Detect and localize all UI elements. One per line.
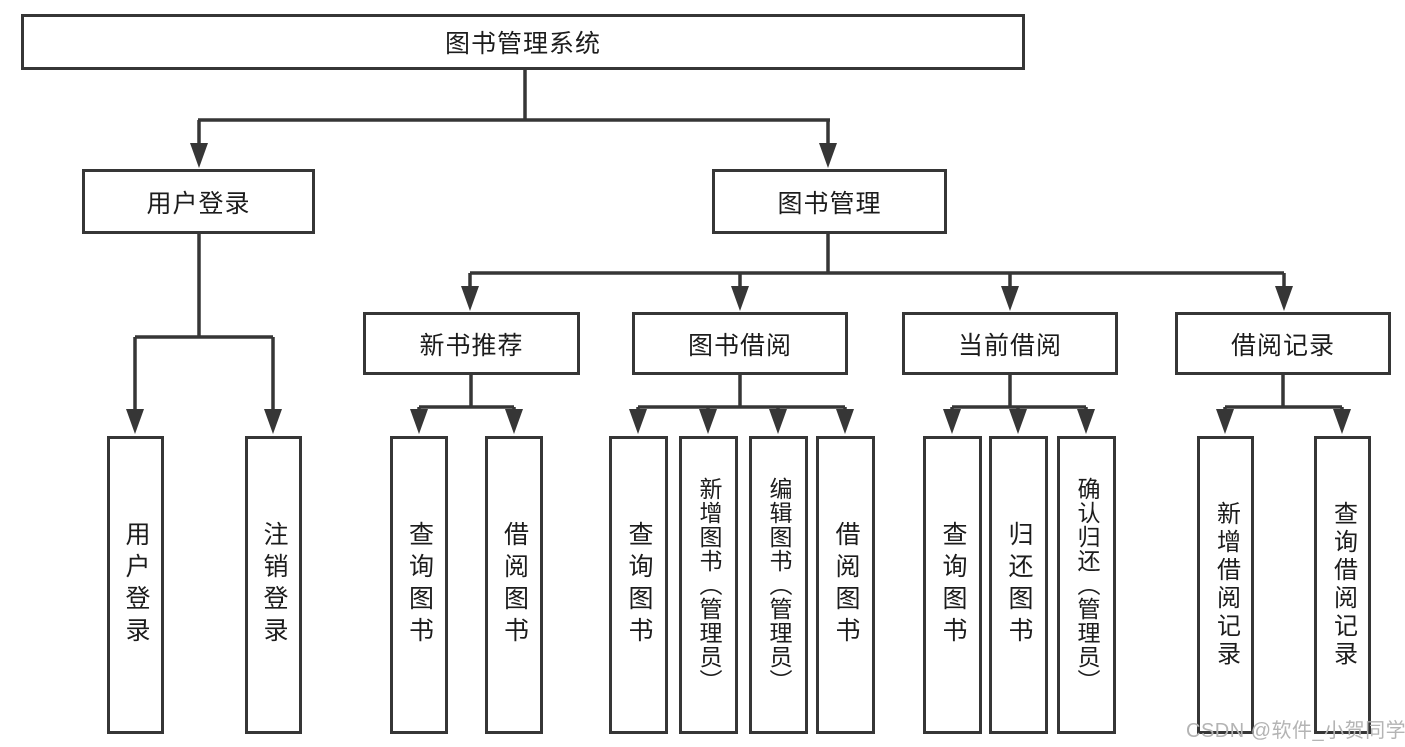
leaf-confirm-return-admin: 确认归还（管理员） — [1057, 436, 1116, 734]
csdn-watermark: CSDN @软件_小贺同学 — [1186, 720, 1405, 742]
node-new-book-recommendation: 新书推荐 — [363, 312, 580, 375]
leaf-query-borrow-record: 查询借阅记录 — [1314, 436, 1371, 734]
leaf-borrow-books-recommend: 借阅图书 — [485, 436, 543, 734]
node-label: 用户登录 — [122, 521, 150, 649]
node-label: 用户登录 — [146, 189, 251, 218]
node-label: 新增借阅记录 — [1212, 501, 1240, 669]
node-label: 图书借阅 — [687, 331, 792, 360]
node-book-management: 图书管理 — [712, 169, 947, 234]
node-label: 查询图书 — [939, 521, 967, 649]
node-label: 借阅图书 — [500, 521, 529, 649]
node-user-login: 用户登录 — [82, 169, 315, 234]
node-label: 借阅图书 — [832, 521, 860, 649]
node-label: 借阅记录 — [1230, 331, 1335, 360]
node-book-borrowing: 图书借阅 — [632, 312, 848, 375]
node-label: 查询图书 — [405, 521, 434, 649]
node-label: 查询借阅记录 — [1329, 501, 1357, 669]
leaf-return-books: 归还图书 — [989, 436, 1048, 734]
node-label: 当前借阅 — [957, 331, 1062, 360]
node-current-borrowing: 当前借阅 — [902, 312, 1118, 375]
leaf-logout: 注销登录 — [245, 436, 302, 734]
node-label: 图书管理系统 — [444, 30, 601, 58]
node-borrowing-records: 借阅记录 — [1175, 312, 1391, 375]
leaf-query-books-current: 查询图书 — [923, 436, 982, 734]
leaf-query-books-recommend: 查询图书 — [390, 436, 448, 734]
leaf-add-books-admin: 新增图书（管理员） — [679, 436, 738, 734]
node-library-management-system: 图书管理系统 — [21, 14, 1025, 70]
node-label: 图书管理 — [777, 189, 882, 218]
leaf-edit-books-admin: 编辑图书（管理员） — [749, 436, 808, 734]
node-label: 确认归还（管理员） — [1074, 477, 1100, 693]
leaf-user-login: 用户登录 — [107, 436, 164, 734]
leaf-borrow-books: 借阅图书 — [816, 436, 875, 734]
node-label: 查询图书 — [625, 521, 653, 649]
node-label: 新书推荐 — [419, 331, 524, 360]
node-label: 注销登录 — [260, 521, 288, 649]
node-label: 编辑图书（管理员） — [766, 477, 792, 693]
leaf-add-borrow-record: 新增借阅记录 — [1197, 436, 1254, 734]
node-label: 新增图书（管理员） — [696, 477, 722, 693]
node-label: 归还图书 — [1005, 521, 1033, 649]
leaf-query-books-borrow: 查询图书 — [609, 436, 668, 734]
